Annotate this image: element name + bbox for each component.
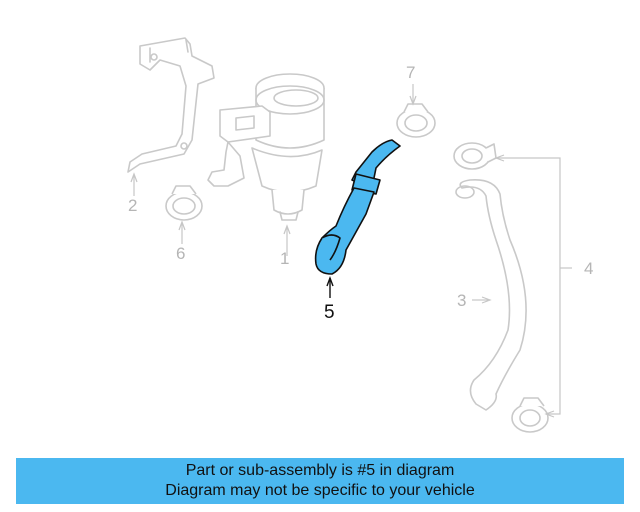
banner-line-1: Part or sub-assembly is #5 in diagram [185, 462, 455, 479]
parts-diagram: 1 2 3 4 5 6 7 [127, 37, 593, 433]
info-banner: Part or sub-assembly is #5 in diagram Di… [16, 458, 624, 504]
clamp-4-bottom-part [511, 397, 549, 433]
callout-6: 6 [176, 244, 185, 263]
pump-part [207, 73, 325, 221]
banner-line-2: Diagram may not be specific to your vehi… [165, 482, 475, 499]
callout-7: 7 [406, 63, 415, 82]
callout-5: 5 [324, 302, 335, 323]
clamp-4-top-part [453, 142, 497, 170]
callout-leaders [130, 84, 572, 418]
hose-5-part [314, 139, 401, 275]
callout-1: 1 [280, 249, 289, 268]
clamp-7-part [396, 103, 436, 138]
callout-4: 4 [584, 259, 593, 278]
callout-3: 3 [457, 291, 466, 310]
callout-2: 2 [128, 196, 137, 215]
bracket-part [127, 37, 215, 173]
hose-3-part [455, 178, 527, 411]
clamp-6-part [165, 185, 203, 221]
